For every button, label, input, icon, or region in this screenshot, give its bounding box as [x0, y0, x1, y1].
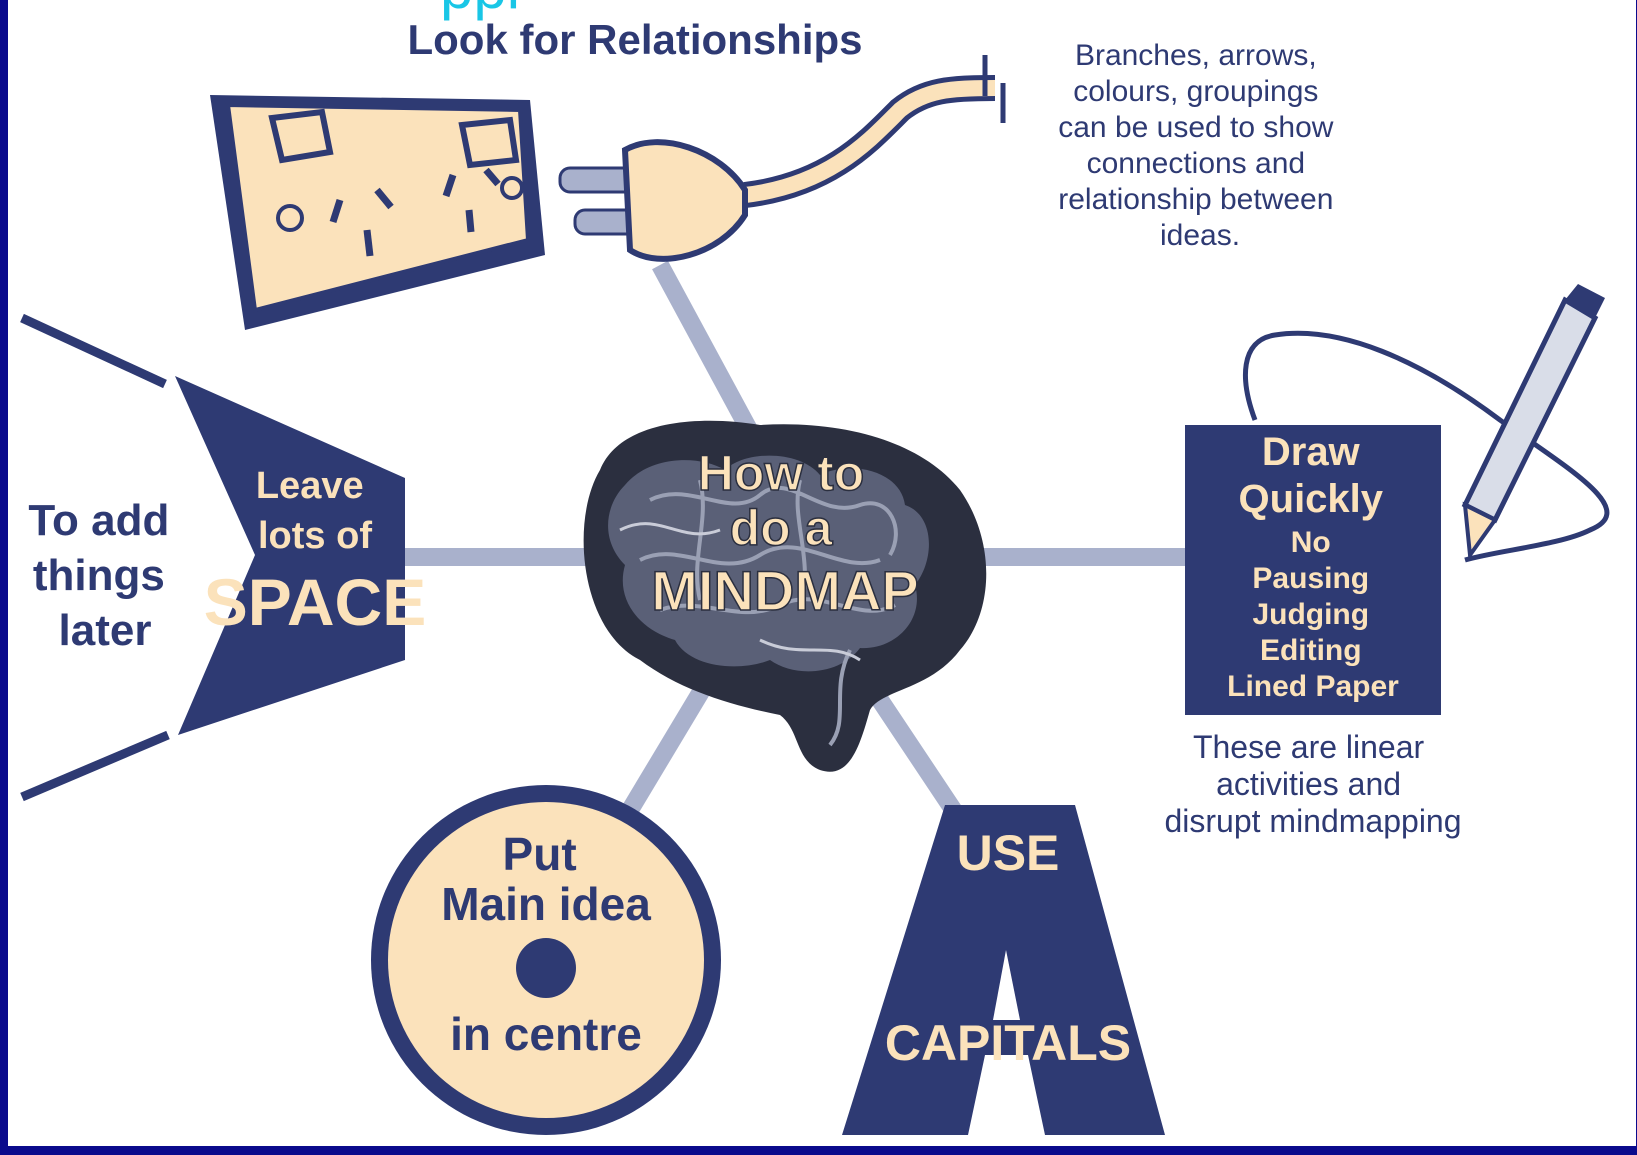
relationships-note-line: connections and — [1087, 147, 1306, 180]
relationships-note-line: relationship between — [1058, 183, 1333, 216]
space-arrow — [20, 313, 405, 802]
main-idea-text: Put Main idea — [441, 828, 651, 930]
space-big-word: SPACE — [204, 565, 427, 639]
main-idea-line: Put — [503, 828, 577, 880]
space-inner-line: Leave — [256, 465, 364, 507]
linear-note-line: activities and — [1216, 766, 1401, 802]
relationships-note-line: Branches, arrows, — [1075, 39, 1317, 72]
main-idea-line: Main idea — [441, 878, 651, 930]
linear-note: These are linear activities and disrupt … — [1164, 729, 1461, 839]
space-outer-line: things — [33, 551, 165, 600]
power-outlet-icon — [210, 95, 545, 330]
branch-bottom-right — [872, 695, 968, 825]
draw-quickly-line: Editing — [1260, 634, 1362, 667]
plug-icon — [558, 55, 1006, 262]
brain-icon — [583, 420, 987, 772]
draw-quickly-box — [1185, 425, 1441, 715]
draw-quickly-line: Quickly — [1239, 477, 1384, 521]
pencil-icon — [1243, 284, 1610, 563]
subtitle: Look for Relationships — [407, 16, 862, 63]
relationships-note-line: colours, groupings — [1073, 75, 1318, 108]
relationships-note-line: can be used to show — [1058, 111, 1334, 144]
space-inner-text: Leave lots of — [256, 465, 374, 557]
draw-quickly-line: Judging — [1252, 598, 1369, 631]
linear-note-line: disrupt mindmapping — [1164, 803, 1461, 839]
main-idea-dot — [516, 938, 576, 998]
center-title-line: do a — [730, 500, 834, 556]
space-inner-line: lots of — [258, 515, 372, 557]
capital-a-letter — [842, 805, 1165, 1135]
draw-quickly-line: No — [1291, 526, 1331, 559]
draw-quickly-text: Draw Quickly No Pausing Judging Editing … — [1227, 430, 1399, 703]
branch-top — [652, 260, 768, 455]
main-idea-bottom: in centre — [450, 1008, 642, 1060]
center-title-line: How to — [698, 445, 865, 501]
space-outer-line: later — [59, 606, 152, 655]
draw-quickly-line: Draw — [1262, 430, 1361, 474]
capitals-text: CAPITALS — [885, 1015, 1131, 1071]
linear-note-line: These are linear — [1193, 729, 1425, 765]
draw-quickly-line: Pausing — [1252, 562, 1369, 595]
space-outer-line: To add — [28, 496, 169, 545]
space-outer-text: To add things later — [28, 496, 181, 655]
draw-quickly-line: Lined Paper — [1227, 670, 1399, 703]
center-title: How to do a MINDMAP — [651, 445, 919, 622]
use-text: USE — [957, 825, 1060, 881]
branches — [400, 260, 1190, 825]
relationships-note-line: ideas. — [1160, 219, 1240, 252]
partial-title: ppi — [440, 0, 520, 21]
center-title-line: MINDMAP — [651, 559, 919, 622]
relationships-note: Branches, arrows, colours, groupings can… — [1058, 39, 1342, 252]
